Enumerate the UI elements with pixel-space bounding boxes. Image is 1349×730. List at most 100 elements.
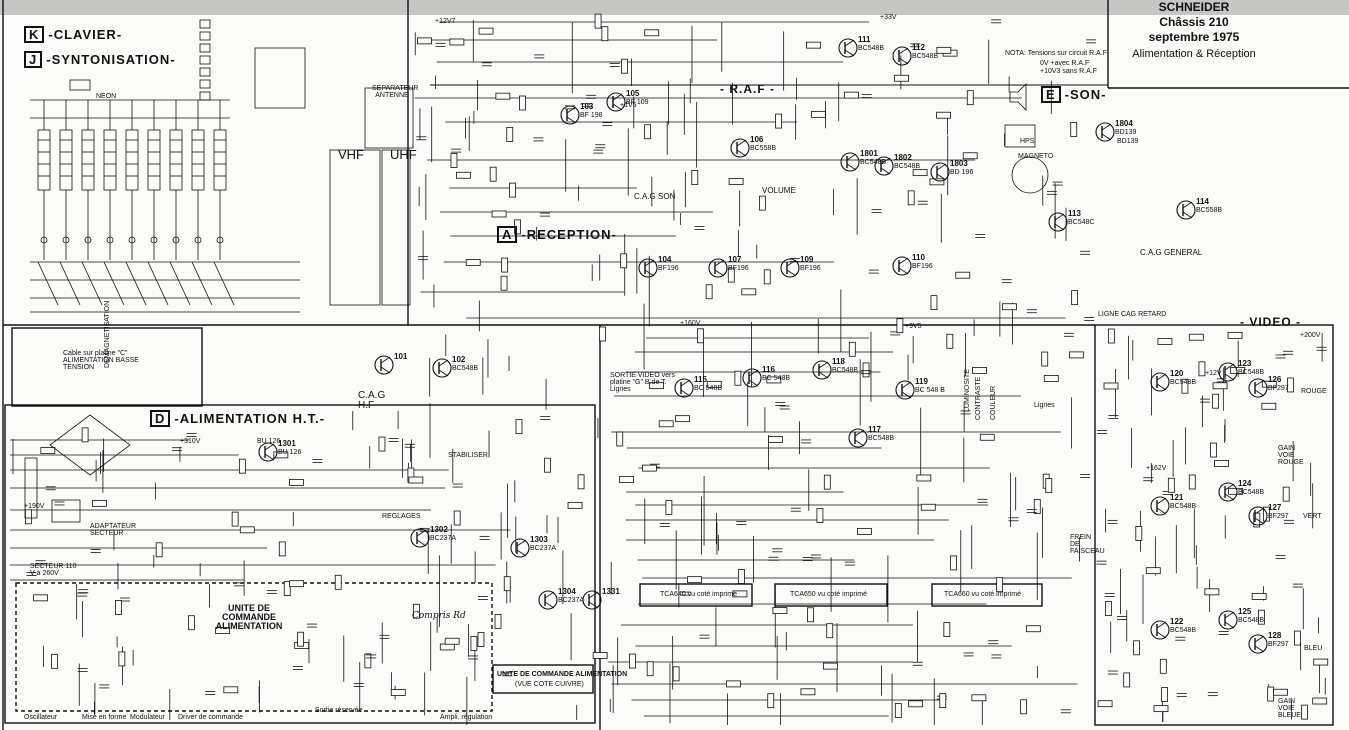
transistor-type-110: BF196 (912, 263, 933, 270)
sheet-date: septembre 1975 (1148, 30, 1240, 44)
transistor-collector (544, 591, 555, 599)
resistor (378, 436, 386, 452)
wire (169, 261, 191, 306)
transistor-type-115: BC 548B (694, 385, 723, 392)
resistor (930, 295, 938, 311)
resistor (390, 689, 406, 696)
resistor (672, 666, 680, 682)
transistor-emitter (1254, 645, 1265, 653)
transistor-collector (1254, 635, 1265, 643)
tuning-pot (62, 236, 70, 244)
resistor (697, 328, 704, 344)
resistor (962, 152, 978, 160)
resistor (727, 267, 735, 283)
wire (37, 261, 59, 306)
unite-commande-label: UNITE DE COMMANDE ALIMENTATION (215, 603, 283, 631)
transistor-emitter (416, 539, 427, 547)
resistor (449, 38, 465, 46)
resistor (115, 600, 122, 615)
antenna-separator (364, 87, 414, 149)
resistor (1287, 377, 1294, 393)
transistor-symbol (895, 380, 915, 400)
transistor-label-1304: 1304 (558, 587, 576, 596)
resistor (1123, 672, 1131, 688)
transistor-collector (588, 591, 599, 599)
section-letter-e: E (1041, 86, 1061, 103)
resistor (857, 527, 872, 535)
transistor-symbol (1218, 610, 1238, 630)
resistor (592, 652, 608, 659)
resistor (1188, 474, 1196, 490)
rectifier-bridge (49, 414, 131, 476)
resistor (297, 631, 304, 647)
resistor (1212, 382, 1228, 390)
transistor-emitter (748, 379, 759, 387)
sortie-video-label: SORTIE VIDEO vers platine "G" B.de T. Li… (610, 372, 675, 393)
transistor-type-1302: BC237A (430, 535, 457, 542)
section-letter-k: K (24, 26, 45, 43)
resistor (1313, 658, 1329, 666)
resistor (519, 95, 526, 111)
hps-socket (1004, 124, 1036, 148)
resistor (971, 694, 987, 702)
transistor-label-126: 126 (1268, 375, 1282, 384)
resistor (621, 58, 628, 74)
contraste-label: CONTRASTE (975, 376, 982, 420)
voltage-label: +162V (1146, 465, 1167, 472)
resistor (544, 457, 551, 473)
compris-note: Compris Rd (412, 611, 466, 621)
resistor (51, 653, 58, 669)
transistor-label-119: 119 (915, 377, 928, 386)
resistor (894, 74, 909, 82)
transistor-emitter (680, 389, 691, 397)
resistor (231, 511, 239, 527)
transistor-emitter (1224, 621, 1235, 629)
transistor-emitter (566, 116, 577, 124)
transistor-symbol (510, 538, 530, 558)
transistor-emitter (898, 57, 909, 65)
transistor-collector (1224, 483, 1235, 491)
resistor (705, 284, 713, 300)
resistor (1312, 697, 1328, 705)
transistor-type-1804: BD139 (1115, 129, 1137, 136)
resistor (823, 474, 831, 490)
resistor (1167, 477, 1175, 493)
resistor (364, 653, 372, 669)
resistor (1258, 609, 1265, 625)
transistor-emitter (1156, 631, 1167, 639)
transistor-symbol (1150, 372, 1170, 392)
transistor-type-1801: BC548B (860, 159, 887, 166)
resistor (25, 509, 32, 525)
resistor (283, 581, 291, 596)
transistor-collector (264, 443, 275, 451)
uhf-tuner (381, 149, 411, 306)
transistor-emitter (936, 173, 947, 181)
resistor (238, 458, 246, 474)
chassis-name: Châssis 210 (1159, 15, 1229, 29)
vhf-uhf-switch (254, 47, 306, 109)
tuning-pot (106, 236, 114, 244)
resistor (616, 431, 624, 447)
switch-block (199, 43, 211, 53)
resistor (1071, 290, 1079, 306)
resistor (912, 169, 928, 177)
transistor-collector (844, 39, 855, 47)
secteur-label: SECTEUR 110 V à 260V (30, 563, 77, 577)
resistor (936, 46, 952, 54)
resistor (223, 686, 239, 694)
resistor (807, 607, 814, 623)
resistor (1251, 593, 1267, 600)
transistor-emitter (714, 269, 725, 277)
resistor (92, 499, 107, 507)
cable-c-label: Cable sur platine "C" ALIMENTATION BASSE… (63, 350, 139, 371)
transistor-emitter (844, 49, 855, 57)
transistor-symbol (1248, 506, 1268, 526)
resistor (408, 476, 424, 484)
transistor-collector (901, 381, 912, 389)
resistor (1153, 705, 1169, 713)
transistor-symbol (742, 368, 762, 388)
transistor-collector (880, 157, 891, 165)
transistor-label-118: 118 (832, 357, 845, 366)
resistor (1230, 367, 1246, 374)
transistor-type-1301: BU 126 (278, 449, 302, 456)
